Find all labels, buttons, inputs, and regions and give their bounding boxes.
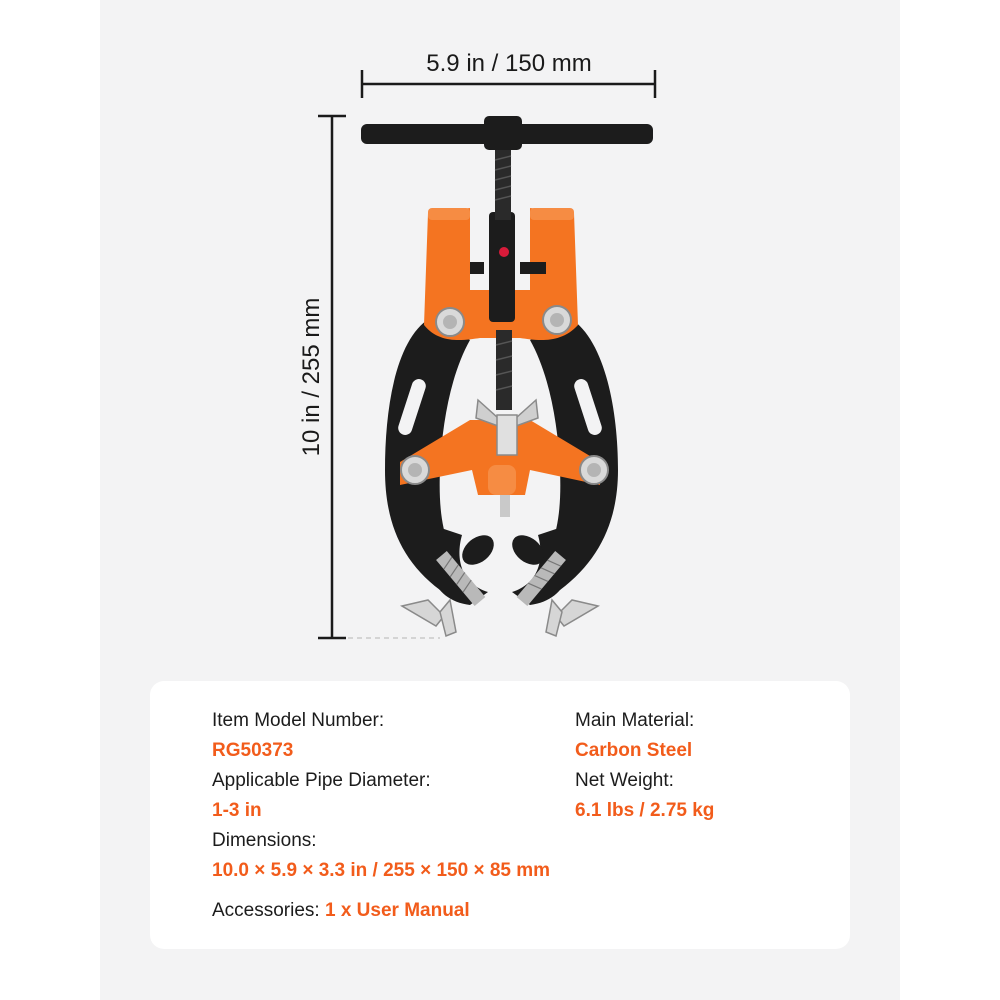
spec-card: Item Model Number: RG50373 Applicable Pi… <box>150 681 850 949</box>
dimensions-value: 10.0 × 5.9 × 3.3 in / 255 × 150 × 85 mm <box>212 860 551 881</box>
accessories-value: 1 x User Manual <box>324 900 470 921</box>
height-dimension-line <box>318 114 346 640</box>
t-handle <box>361 116 653 150</box>
dimensions-label: Dimensions: <box>212 830 317 851</box>
jaw-slots <box>398 379 602 435</box>
weight-value: 6.1 lbs / 2.75 kg <box>575 800 715 821</box>
accessories-row: Accessories: 1 x User Manual <box>212 899 470 923</box>
height-dimension-label: 10 in / 255 mm <box>298 297 325 457</box>
item-model-label: Item Model Number: <box>212 710 385 731</box>
screw-thread <box>494 150 513 410</box>
lower-bolts <box>400 455 609 485</box>
pipe-diameter-value: 1-3 in <box>212 800 262 821</box>
width-dimension-label: 5.9 in / 150 mm <box>426 50 592 77</box>
orange-crossbar <box>400 420 600 517</box>
material-label: Main Material: <box>575 710 695 731</box>
bottom-clamp-screws <box>399 535 601 638</box>
weight-label: Net Weight: <box>575 770 674 791</box>
upper-bolts <box>435 305 572 337</box>
material-value: Carbon Steel <box>575 740 693 761</box>
accessories-label: Accessories: <box>212 900 320 921</box>
wing-nut-top <box>475 398 539 456</box>
item-model-value: RG50373 <box>212 740 294 761</box>
width-dimension-line <box>360 70 657 98</box>
pipe-diameter-label: Applicable Pipe Diameter: <box>212 770 431 791</box>
orange-top-bracket <box>424 208 578 341</box>
